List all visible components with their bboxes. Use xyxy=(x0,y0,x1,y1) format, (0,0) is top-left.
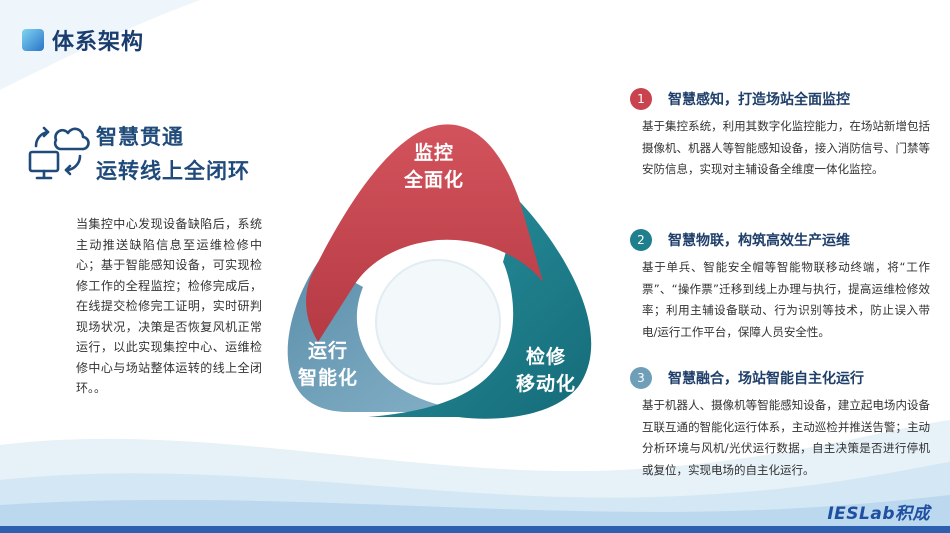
cycle-diagram xyxy=(287,124,592,419)
feature-title: 智慧物联，构筑高效生产运维 xyxy=(668,233,850,249)
cycle-label-top: 监控 全面化 xyxy=(403,142,464,191)
feature-item-3: 3 智慧融合，场站智能自主化运行 基于机器人、摄像机等智能感知设备，建立起电场内… xyxy=(630,367,930,481)
cycle-label-right: 检修 移动化 xyxy=(515,346,576,395)
feature-item-2: 2 智慧物联，构筑高效生产运维 基于单兵、智能安全帽等智能物联移动终端，将“工作… xyxy=(630,229,930,343)
cycle-segment-top xyxy=(306,124,543,343)
feature-item-1: 1 智慧感知，打造场站全面监控 基于集控系统，利用其数字化监控能力，在场站新增包… xyxy=(630,88,930,181)
feature-description: 基于单兵、智能安全帽等智能物联移动终端，将“工作票”、“操作票”迁移到线上办理与… xyxy=(642,260,930,339)
feature-description: 基于机器人、摄像机等智能感知设备，建立起电场内设备互联互通的智能化运行体系，主动… xyxy=(642,398,930,477)
cloud-sync-monitor-icon xyxy=(28,126,90,180)
left-heading-line1: 智慧贯通 xyxy=(96,125,184,149)
feature-title: 智慧感知，打造场站全面监控 xyxy=(668,92,850,108)
cycle-label-left: 运行 智能化 xyxy=(297,340,358,389)
feature-description: 基于集控系统，利用其数字化监控能力，在场站新增包括摄像机、机器人等智能感知设备，… xyxy=(642,119,930,176)
brand-logo: IESLab积成 xyxy=(827,504,930,524)
page-header: 体系架构 xyxy=(22,24,144,56)
left-description: 当集控中心发现设备缺陷后，系统主动推送缺陷信息至运维检修中心；基于智能感知设备，… xyxy=(76,217,262,395)
footer-bar xyxy=(0,526,950,533)
title-marker-icon xyxy=(22,29,44,51)
left-heading-line2: 运转线上全闭环 xyxy=(96,159,250,183)
feature-number-badge: 1 xyxy=(630,88,652,110)
feature-title: 智慧融合，场站智能自主化运行 xyxy=(668,371,864,387)
feature-number-badge: 3 xyxy=(630,367,652,389)
feature-number-badge: 2 xyxy=(630,229,652,251)
page-title: 体系架构 xyxy=(52,30,145,55)
left-heading: 智慧贯通 运转线上全闭环 xyxy=(96,120,250,188)
